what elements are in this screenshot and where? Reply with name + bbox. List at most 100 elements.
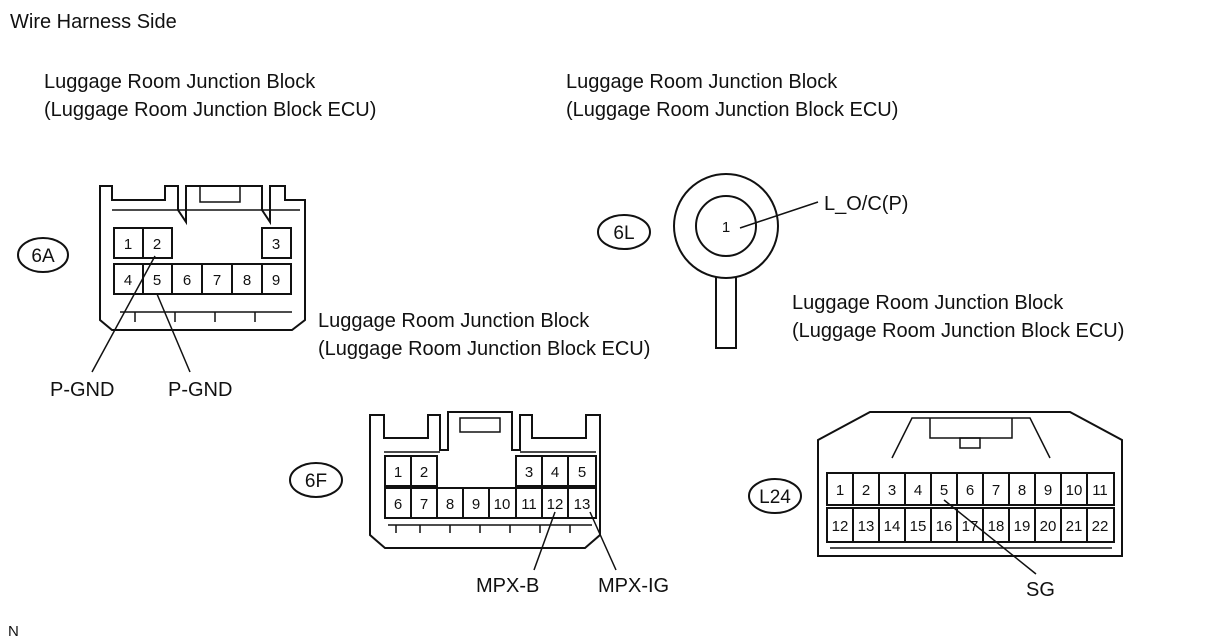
connector-l24-name-line1: Luggage Room Junction Block <box>792 292 1064 314</box>
connector-6f-pin-label-1: 1 <box>394 464 402 481</box>
connector-l24-pin-2 <box>852 472 880 506</box>
connector-l24-lock-latch <box>959 437 981 449</box>
connector-6f-pin-label-6: 6 <box>394 496 402 513</box>
connector-l24-pin-7 <box>982 472 1010 506</box>
connector-6a-name-line1: Luggage Room Junction Block <box>44 71 316 93</box>
connector-l24-pin-label-1: 1 <box>836 482 844 499</box>
connector-6a-leader-pin-5 <box>156 293 191 373</box>
connector-l24-pin-11 <box>1086 472 1115 506</box>
connector-6f-pin-label-5: 5 <box>578 464 586 481</box>
connector-6a-pin-label-5: 5 <box>153 272 161 289</box>
connector-l24-pin-label-16: 16 <box>936 518 953 535</box>
connector-6l: Luggage Room Junction Block (Luggage Roo… <box>566 71 908 349</box>
connector-l24-pin-16 <box>930 507 958 543</box>
connector-l24-pin-8 <box>1008 472 1036 506</box>
connector-6f-callout-pin-13: MPX-IG <box>598 575 669 597</box>
connector-l24-pin-22 <box>1086 507 1115 543</box>
connector-6f-tag-oval <box>289 462 343 498</box>
connector-6f-callout-pin-12: MPX-B <box>476 575 539 597</box>
connector-6a-bottom-rib <box>120 311 292 322</box>
connector-6a-pin-label-2: 2 <box>153 236 161 253</box>
connector-l24-pin-label-17: 17 <box>962 518 979 535</box>
connector-l24: Luggage Room Junction Block (Luggage Roo… <box>748 292 1124 601</box>
connector-6f-pin-label-10: 10 <box>494 496 511 513</box>
connector-6l-tag: 6L <box>613 223 634 244</box>
connector-6a-pin-6 <box>171 263 203 295</box>
connector-6f-pin-label-3: 3 <box>525 464 533 481</box>
connector-6a-lock-tab <box>199 185 241 203</box>
connector-l24-pin-label-3: 3 <box>888 482 896 499</box>
connector-6l-leader-pin-1 <box>739 201 819 229</box>
connector-6l-pin-label-1: 1 <box>722 219 730 236</box>
connector-l24-pin-19 <box>1008 507 1036 543</box>
connector-6f-pin-8 <box>436 487 464 519</box>
connector-6f-bottom-rib <box>388 524 592 533</box>
connector-6f-pin-2 <box>410 455 438 487</box>
connector-6f-leader-pin-13 <box>589 511 617 571</box>
connector-6a-tag-oval <box>17 237 69 273</box>
connector-6a-pin-label-7: 7 <box>213 272 221 289</box>
connector-l24-pin-21 <box>1060 507 1088 543</box>
connector-l24-pin-15 <box>904 507 932 543</box>
connector-6f-pin-label-7: 7 <box>420 496 428 513</box>
connector-6l-name-line1: Luggage Room Junction Block <box>566 71 838 93</box>
connector-6f-pin-3 <box>515 455 543 487</box>
connector-6f-pin-label-11: 11 <box>521 496 537 513</box>
connector-6a: Luggage Room Junction Block (Luggage Roo… <box>17 71 376 401</box>
connector-6f-pin-13 <box>567 487 597 519</box>
connector-6f-pin-label-4: 4 <box>551 464 559 481</box>
connector-l24-pin-label-9: 9 <box>1044 482 1052 499</box>
connector-l24-pin-label-10: 10 <box>1066 482 1083 499</box>
connector-l24-tag-oval <box>748 478 802 514</box>
connector-l24-tag: L24 <box>759 487 791 508</box>
connector-6a-pin-label-8: 8 <box>243 272 251 289</box>
connector-l24-pin-label-8: 8 <box>1018 482 1026 499</box>
connector-l24-pin-20 <box>1034 507 1062 543</box>
connector-6a-pin-7 <box>201 263 233 295</box>
connector-6a-leader-pin-2 <box>91 255 156 373</box>
connector-l24-pin-label-21: 21 <box>1066 518 1083 535</box>
connector-l24-pin-14 <box>878 507 906 543</box>
connector-l24-pin-label-14: 14 <box>884 518 901 535</box>
connector-l24-pin-label-12: 12 <box>832 518 849 535</box>
connector-6l-callout-pin-1: L_O/C(P) <box>824 193 908 215</box>
connector-l24-pin-label-5: 5 <box>940 482 948 499</box>
connector-6f-tag: 6F <box>305 471 327 492</box>
connector-l24-pin-label-19: 19 <box>1014 518 1031 535</box>
connector-6a-pin-label-1: 1 <box>124 236 132 253</box>
connector-l24-pin-label-13: 13 <box>858 518 875 535</box>
connector-6a-pin-label-9: 9 <box>272 272 280 289</box>
connector-6a-callout-pin-5: P-GND <box>168 379 232 401</box>
connector-l24-pin-label-11: 11 <box>1092 482 1108 499</box>
connector-6a-pin-9 <box>261 263 292 295</box>
connector-l24-pin-18 <box>982 507 1010 543</box>
connector-6f-pin-label-13: 13 <box>574 496 591 513</box>
connector-6f-pin-label-12: 12 <box>547 496 564 513</box>
connector-6a-pin-label-6: 6 <box>183 272 191 289</box>
connector-l24-pin-label-20: 20 <box>1040 518 1057 535</box>
connector-6a-pin-3 <box>261 227 292 259</box>
connector-6f-leader-pin-12 <box>533 511 556 571</box>
connector-6f-pin-5 <box>567 455 597 487</box>
connector-l24-key-outline <box>891 417 1051 459</box>
connector-l24-leader-pin-5 <box>943 499 1037 575</box>
connector-6a-tag: 6A <box>31 246 55 267</box>
connector-l24-callout-pin-5: SG <box>1026 579 1055 601</box>
connector-6a-name-line2: (Luggage Room Junction Block ECU) <box>44 99 376 121</box>
connector-6f-pin-label-8: 8 <box>446 496 454 513</box>
connector-6l-tag-oval <box>597 214 651 250</box>
connector-l24-lock-tab <box>929 418 1013 439</box>
connector-l24-pin-label-6: 6 <box>966 482 974 499</box>
connector-l24-pin-label-22: 22 <box>1092 518 1109 535</box>
connector-l24-pin-label-4: 4 <box>914 482 922 499</box>
connector-l24-name-line2: (Luggage Room Junction Block ECU) <box>792 320 1124 342</box>
connector-6a-callout-pin-2: P-GND <box>50 379 114 401</box>
connector-l24-pin-13 <box>852 507 880 543</box>
connector-6f: Luggage Room Junction Block (Luggage Roo… <box>289 310 669 597</box>
connector-l24-pin-label-2: 2 <box>862 482 870 499</box>
connector-6f-pin-4 <box>541 455 569 487</box>
connector-6l-stem <box>715 277 737 349</box>
connector-6f-housing <box>369 411 601 549</box>
connector-l24-pin-label-18: 18 <box>988 518 1005 535</box>
